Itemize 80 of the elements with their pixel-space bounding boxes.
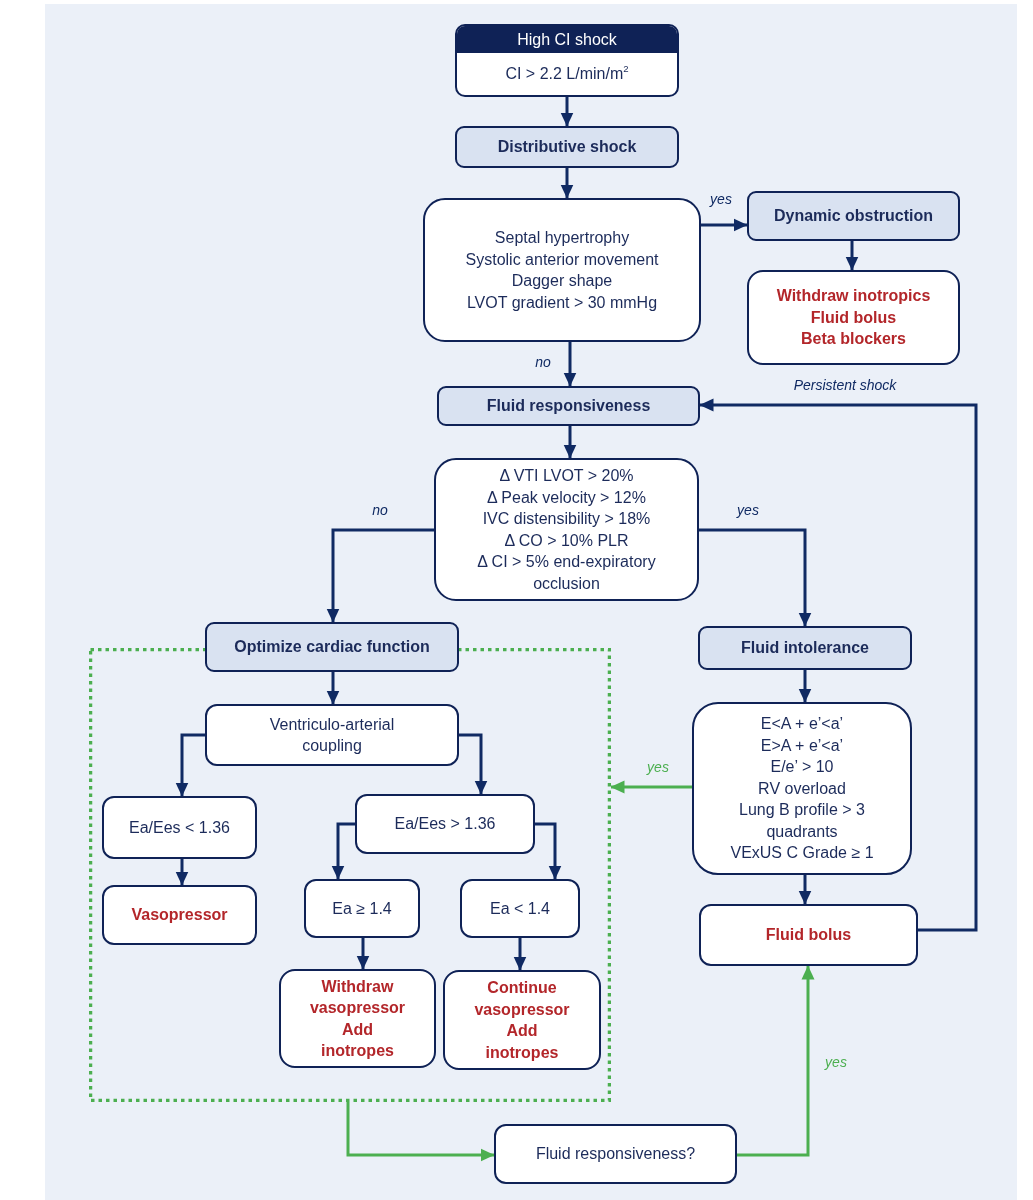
step-box [437, 386, 700, 426]
condition-text: LVOT gradient > 30 mmHg [466, 292, 658, 313]
condition-text: Ea < 1.4 [489, 898, 550, 919]
treatment-text: Beta blockers [801, 329, 906, 350]
step-title: Dynamic obstruction [773, 206, 934, 227]
condition-text: Δ CI > 5% end-expiratory occlusion [476, 552, 657, 594]
step-box [698, 626, 912, 670]
arrow [798, 670, 812, 703]
arrow [798, 875, 812, 905]
arrow [560, 168, 574, 199]
condition-box [494, 1124, 737, 1184]
condition-text: VExUS C Grade ≥ 1 [730, 843, 874, 864]
treatment-text: Withdraw inotropics [776, 286, 931, 307]
step-box [205, 622, 459, 672]
condition-text: Fluid responsiveness? [535, 1144, 696, 1165]
arrow [563, 426, 577, 459]
header-title: High CI shock [457, 26, 677, 53]
condition-text: Ea ≥ 1.4 [332, 898, 392, 919]
condition-box [434, 458, 699, 601]
step-title: Optimize cardiac function [234, 637, 430, 658]
arrow [513, 938, 527, 971]
step-title: Fluid intolerance [741, 638, 869, 659]
treatment-box [443, 970, 601, 1070]
condition-text: Ventriculo-arterial coupling [268, 714, 396, 756]
arrow [326, 528, 434, 623]
arrow [175, 733, 205, 797]
condition-text: Ea/Ees > 1.36 [394, 814, 496, 835]
arrow [701, 218, 748, 232]
header-box [455, 24, 679, 97]
treatment-text: Fluid bolus [810, 307, 897, 328]
condition-box [102, 796, 257, 859]
treatment-text: Fluid bolus [765, 925, 852, 946]
treatment-text: Add inotropes [484, 1021, 560, 1063]
condition-text: IVC distensibility > 18% [482, 509, 651, 529]
arrow [535, 822, 562, 880]
arrow [459, 733, 488, 795]
threshold-text: CI > 2.2 L/min/m$^{2}$ [505, 63, 629, 85]
condition-text: Septal hypertrophy [494, 228, 630, 248]
arrow [563, 342, 577, 387]
treatment-box [279, 969, 436, 1068]
condition-text: Ea/Ees < 1.36 [129, 817, 230, 838]
arrow [845, 241, 859, 271]
step-title: Distributive shock [497, 137, 637, 158]
treatment-box [747, 270, 960, 365]
arrow [346, 1102, 495, 1162]
condition-text: Δ VTI LVOT > 20% [499, 466, 634, 486]
condition-box [423, 198, 701, 342]
condition-text: Lung B profile > 3 quadrants [738, 800, 866, 842]
treatment-text: Vasopressor [131, 905, 228, 926]
arrow [610, 780, 692, 794]
arrow [699, 398, 978, 932]
condition-text: E<A + e’<a’ [760, 714, 844, 735]
step-box [747, 191, 960, 241]
condition-text: RV overload [758, 778, 846, 799]
condition-text: E/e’ > 10 [770, 757, 834, 778]
condition-box [460, 879, 580, 938]
arrow [560, 97, 574, 127]
condition-box [205, 704, 459, 766]
treatment-text: Withdraw vasopressor [308, 976, 407, 1018]
condition-text: Δ CO > 10% PLR [504, 530, 629, 551]
condition-text: Systolic anterior movement [465, 249, 659, 270]
treatment-box [102, 885, 257, 945]
treatment-box [699, 904, 918, 966]
treatment-text: Add inotropes [320, 1019, 395, 1061]
arrow [356, 938, 370, 970]
condition-box [692, 702, 912, 875]
arrow [331, 822, 355, 880]
arrow [326, 672, 340, 705]
condition-box [304, 879, 420, 938]
condition-text: Δ Peak velocity > 12% [487, 487, 646, 508]
condition-box [355, 794, 535, 854]
condition-text: E>A + e’<a’ [760, 735, 844, 756]
arrow [737, 965, 815, 1157]
condition-text: Dagger shape [511, 271, 613, 291]
step-box [455, 126, 679, 168]
edge-label: Persistent shock [791, 377, 899, 393]
arrow [175, 859, 189, 886]
arrow [699, 528, 812, 627]
treatment-text: Continue vasopressor [473, 978, 571, 1020]
step-title: Fluid responsiveness [486, 396, 651, 417]
